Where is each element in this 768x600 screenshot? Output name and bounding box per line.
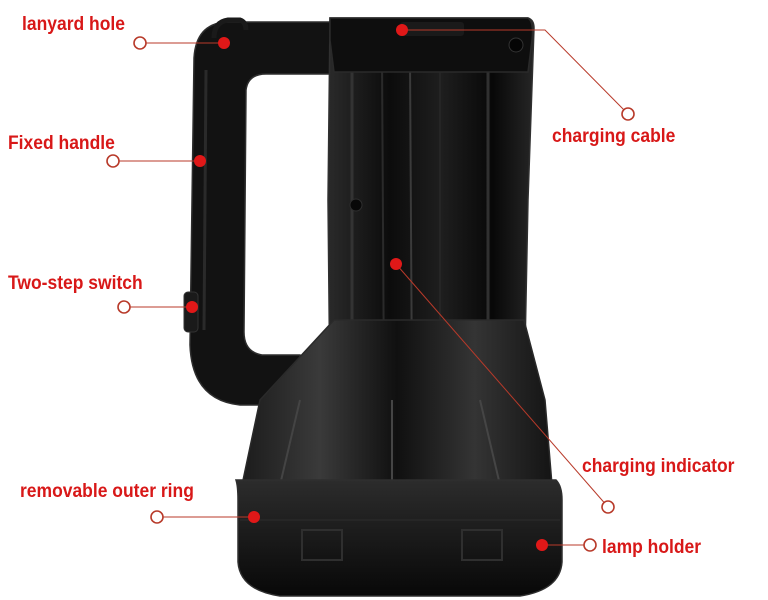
outer-ring-shape (234, 479, 563, 597)
lamp-base-shape (241, 319, 553, 486)
endpoint-fixed-handle (106, 154, 120, 168)
label-lamp-holder: lamp holder (602, 537, 702, 558)
endpoint-charging-cable (621, 107, 635, 121)
marker-fixed-handle (194, 155, 206, 167)
endpoint-charging-indicator (601, 500, 615, 514)
leader-endpoints (106, 36, 635, 552)
endpoint-removable-outer-ring (150, 510, 164, 524)
label-charging-cable: charging cable (552, 126, 676, 147)
endpoint-two-step-switch (117, 300, 131, 314)
marker-lanyard-hole (218, 37, 230, 49)
marker-charging-cable (396, 24, 408, 36)
marker-dots (186, 24, 548, 551)
leader-line-charging-indicator (395, 263, 609, 508)
endpoint-lamp-holder (583, 538, 597, 552)
label-removable-outer-ring: removable outer ring (20, 481, 194, 502)
marker-two-step-switch (186, 301, 198, 313)
marker-removable-outer-ring (248, 511, 260, 523)
leader-line-charging-cable (402, 29, 629, 115)
label-charging-indicator: charging indicator (582, 456, 735, 477)
label-two-step-switch: Two-step switch (8, 273, 143, 294)
flashlight-illustration (183, 17, 563, 597)
lanyard-loop-shape (211, 17, 249, 39)
endpoint-lanyard-hole (133, 36, 147, 50)
marker-charging-indicator (390, 258, 402, 270)
label-fixed-handle: Fixed handle (8, 133, 115, 154)
label-lanyard-hole: lanyard hole (22, 14, 125, 35)
leader-lines (119, 29, 629, 546)
marker-lamp-holder (536, 539, 548, 551)
